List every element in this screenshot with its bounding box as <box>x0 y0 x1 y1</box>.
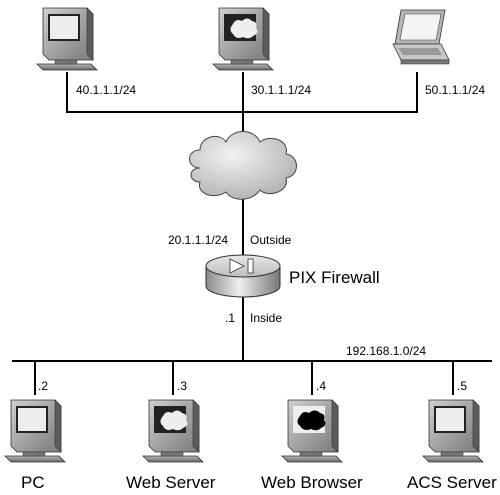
links <box>12 72 492 395</box>
firewall-name-label: PIX Firewall <box>289 268 380 287</box>
web-server-ip-label: .3 <box>177 379 188 393</box>
internet-cloud <box>189 131 297 200</box>
outside-ip-label: 20.1.1.1/24 <box>168 233 229 247</box>
web-browser-name-label: Web Browser <box>261 473 363 492</box>
pix-firewall-icon <box>205 254 281 298</box>
web-browser-ip-label: .4 <box>316 379 327 393</box>
web-server-name-label: Web Server <box>126 473 216 492</box>
top-right-laptop <box>392 9 450 65</box>
web-server-computer <box>142 399 204 463</box>
acs-server-ip-label: .5 <box>457 379 468 393</box>
pc-name-label: PC <box>21 473 45 492</box>
top-left-network-label: 40.1.1.1/24 <box>76 83 137 97</box>
inside-interface-label: Inside <box>250 311 283 325</box>
web-browser-computer <box>281 399 343 463</box>
inside-ip-label: .1 <box>225 311 236 325</box>
top-right-network-label: 50.1.1.1/24 <box>425 83 486 97</box>
acs-server-name-label: ACS Server <box>407 473 497 492</box>
inside-network-label: 192.168.1.0/24 <box>346 344 427 358</box>
pc-computer <box>4 399 66 463</box>
top-left-computer <box>36 7 98 71</box>
outside-interface-label: Outside <box>250 233 292 247</box>
top-middle-computer <box>212 7 274 71</box>
top-middle-network-label: 30.1.1.1/24 <box>251 83 312 97</box>
pc-ip-label: .2 <box>38 379 49 393</box>
acs-server-computer <box>422 399 484 463</box>
